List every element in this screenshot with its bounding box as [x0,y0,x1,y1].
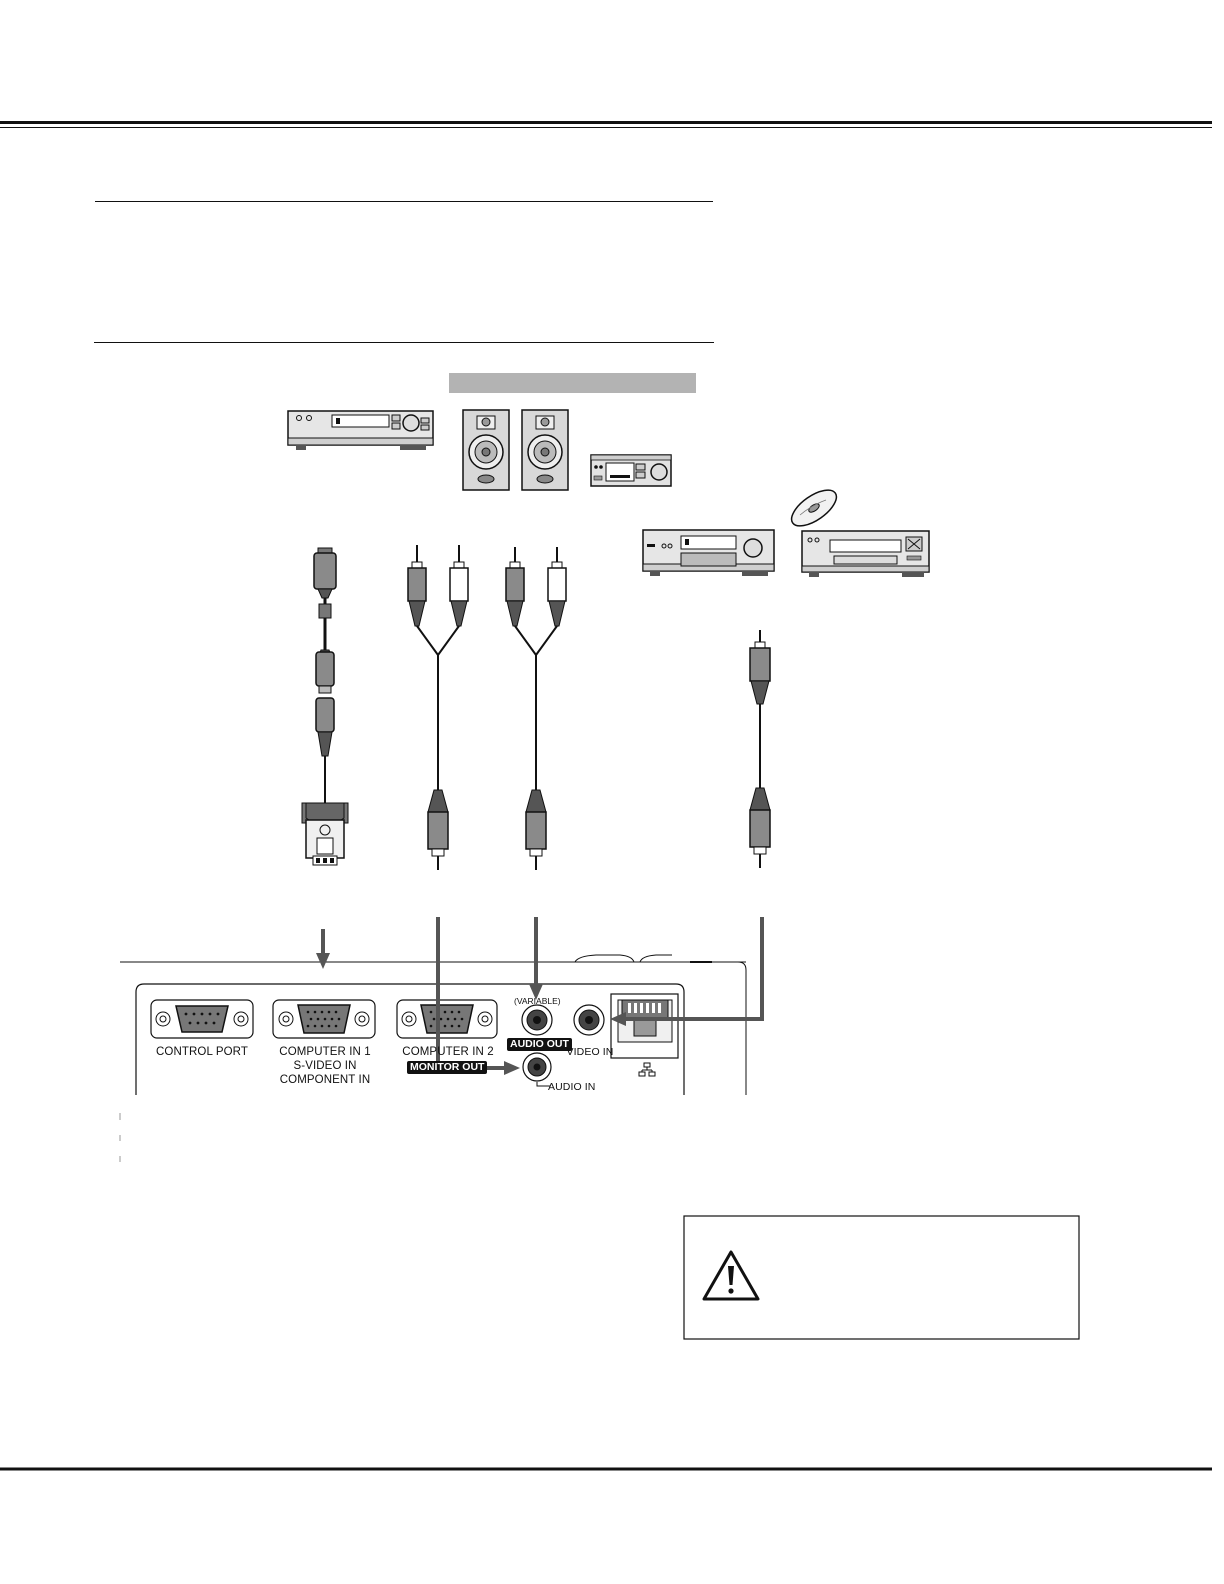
computer-in-1-line-1: COMPUTER IN 1 [279,1046,371,1058]
section-rule-bottom [94,342,714,343]
video-in-jack [573,1004,605,1036]
computer-in-1-line-2: S-VIDEO IN [293,1060,357,1072]
speaker-icon [462,409,510,491]
warning-triangle-icon [702,1250,760,1301]
disc-player-icon [801,530,930,577]
audio-equipment-header-bar [449,373,696,393]
lan-port [610,993,679,1059]
caution-box [683,1215,1080,1340]
header-rule-thick [0,121,1212,124]
audio-in-label: AUDIO IN [548,1081,596,1093]
header-rule-thin [0,127,1212,128]
projector-terminal-panel [120,954,747,1095]
section-rule-top [95,201,713,202]
arrow-to-audio-out [529,917,543,1000]
audio-in-jack [522,1052,552,1087]
variable-label: (VARIABLE) [514,996,561,1006]
monitor-out-label: MONITOR OUT [407,1061,488,1074]
disc-icon [790,489,838,527]
arrow-to-video-in [610,917,764,1026]
amplifier-icon [590,454,672,487]
rca-video-cable [749,630,771,868]
video-in-label: VIDEO IN [566,1046,614,1058]
audio-out-label: AUDIO OUT [507,1038,572,1051]
rca-stereo-cable-audio-out [505,547,567,870]
rca-stereo-cable-audio-in [407,545,469,870]
control-port-connector [150,999,254,1039]
audio-out-jack [521,1004,553,1036]
computer-in-2-label: COMPUTER IN 2 [402,1046,494,1058]
control-port-label: CONTROL PORT [156,1046,248,1058]
vcr-icon [287,410,434,450]
video-deck-icon [642,529,775,576]
s-video-adapter-cable [301,547,349,866]
lan-network-icon [638,1062,656,1077]
computer-in-1-label: COMPUTER IN 1 S-VIDEO IN COMPONENT IN [262,1045,388,1087]
arrow-to-computer-in-1 [316,929,330,969]
computer-in-1-connector [272,999,376,1039]
computer-in-1-line-3: COMPONENT IN [279,1074,371,1086]
speaker-icon [521,409,569,491]
computer-in-2-connector [396,999,498,1039]
